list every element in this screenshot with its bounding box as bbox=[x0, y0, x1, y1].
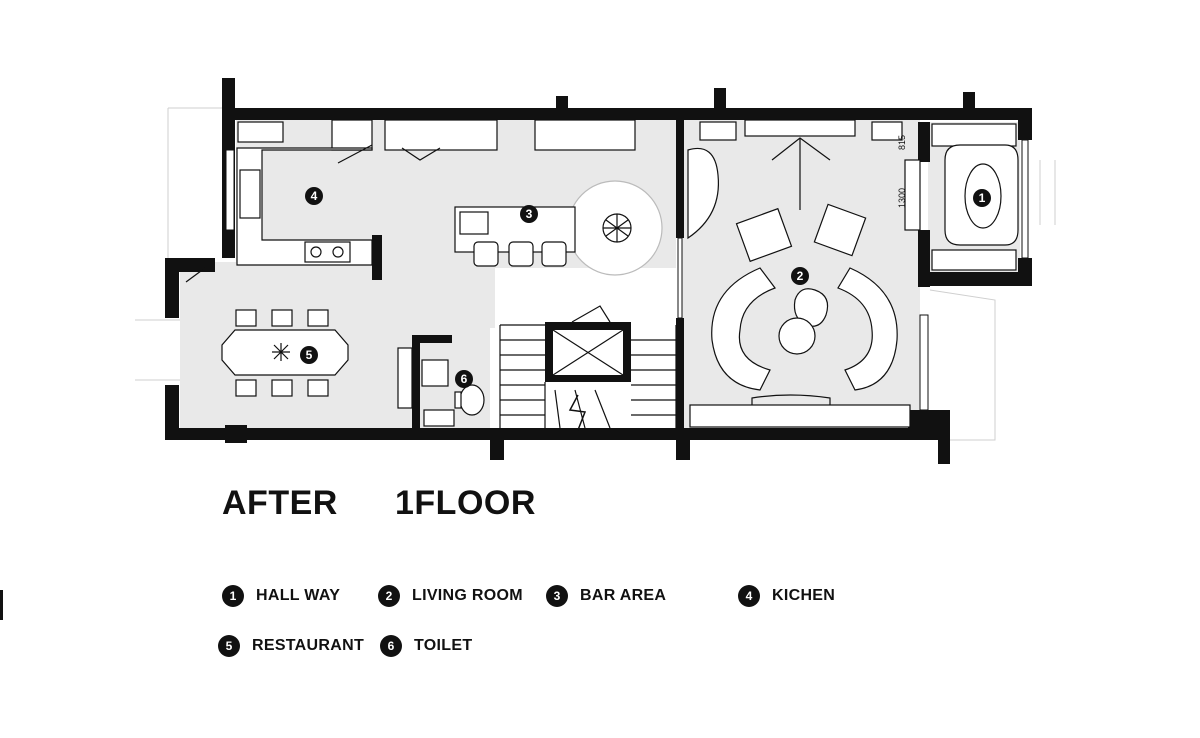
floor-plan: 815 1300 4 3 2 1 5 6 bbox=[135, 78, 1056, 464]
svg-text:5: 5 bbox=[306, 348, 313, 362]
living-room-furniture bbox=[687, 119, 911, 428]
svg-text:6: 6 bbox=[461, 372, 468, 386]
svg-text:4: 4 bbox=[311, 189, 318, 203]
side-table-2 bbox=[871, 121, 903, 141]
curved-sofa-right bbox=[837, 267, 898, 391]
legend-item-toilet: 6 TOILET bbox=[380, 634, 472, 658]
curved-sofa-left bbox=[711, 267, 776, 391]
edge-mark bbox=[0, 590, 3, 620]
dimension-depth: 815 bbox=[897, 135, 907, 150]
bar-stool-2 bbox=[508, 241, 534, 267]
room-marker-5: 5 bbox=[300, 346, 318, 364]
room-marker-3: 3 bbox=[520, 205, 538, 223]
side-table-1 bbox=[699, 121, 737, 141]
legend-number-badge: 1 bbox=[222, 585, 244, 607]
walls bbox=[165, 78, 1032, 464]
upper-cabinet-1 bbox=[331, 119, 373, 151]
room-marker-4: 4 bbox=[305, 187, 323, 205]
title-after: AFTER bbox=[222, 484, 338, 522]
fireplace bbox=[744, 119, 856, 137]
bar-stool-3 bbox=[541, 241, 567, 267]
media-console bbox=[689, 404, 911, 428]
kitchen-furniture bbox=[236, 119, 636, 266]
curved-sofa-top bbox=[687, 147, 720, 240]
legend-label: RESTAURANT bbox=[252, 637, 365, 654]
room-marker-6: 6 bbox=[455, 370, 473, 388]
bar-stool-1 bbox=[473, 241, 499, 267]
legend-item-hall-way: 1 HALL WAY bbox=[222, 584, 340, 608]
armchair-2 bbox=[813, 203, 867, 257]
upper-cabinet-3 bbox=[534, 119, 636, 151]
legend-item-kichen: 4 KICHEN bbox=[738, 584, 835, 608]
svg-text:3: 3 bbox=[526, 207, 533, 221]
staircase bbox=[499, 305, 677, 431]
exterior-outlines bbox=[135, 107, 1056, 441]
legend-label: BAR AREA bbox=[580, 587, 667, 604]
armchair-1 bbox=[735, 207, 793, 263]
legend-number-badge: 2 bbox=[378, 585, 400, 607]
room-marker-1: 1 bbox=[973, 189, 991, 207]
sink bbox=[239, 169, 261, 219]
svg-text:1: 1 bbox=[979, 191, 986, 205]
legend-number-badge: 3 bbox=[546, 585, 568, 607]
restaurant-furniture bbox=[185, 267, 349, 397]
windows bbox=[225, 139, 1029, 411]
svg-text:2: 2 bbox=[797, 269, 804, 283]
stair-floor-left bbox=[385, 268, 495, 328]
floor-fills bbox=[180, 118, 1020, 433]
room-marker-2: 2 bbox=[791, 267, 809, 285]
legend-item-living-room: 2 LIVING ROOM bbox=[378, 584, 523, 608]
legend-number-badge: 6 bbox=[380, 635, 402, 657]
legend-number-badge: 4 bbox=[738, 585, 760, 607]
legend-item-bar-area: 3 BAR AREA bbox=[546, 584, 666, 608]
legend-label: TOILET bbox=[414, 637, 473, 654]
legend-label: HALL WAY bbox=[256, 587, 341, 604]
upper-cabinet-2 bbox=[384, 119, 498, 151]
legend-label: KICHEN bbox=[772, 587, 836, 604]
dimension-width: 1300 bbox=[897, 188, 907, 208]
bar-area-furniture bbox=[454, 180, 663, 276]
legend-item-restaurant: 5 RESTAURANT bbox=[218, 634, 364, 658]
toilet-fixtures bbox=[397, 347, 485, 427]
fridge-left bbox=[237, 121, 284, 143]
legend-label: LIVING ROOM bbox=[412, 587, 523, 604]
legend-number-badge: 5 bbox=[218, 635, 240, 657]
title-floor: 1FLOOR bbox=[395, 484, 536, 522]
